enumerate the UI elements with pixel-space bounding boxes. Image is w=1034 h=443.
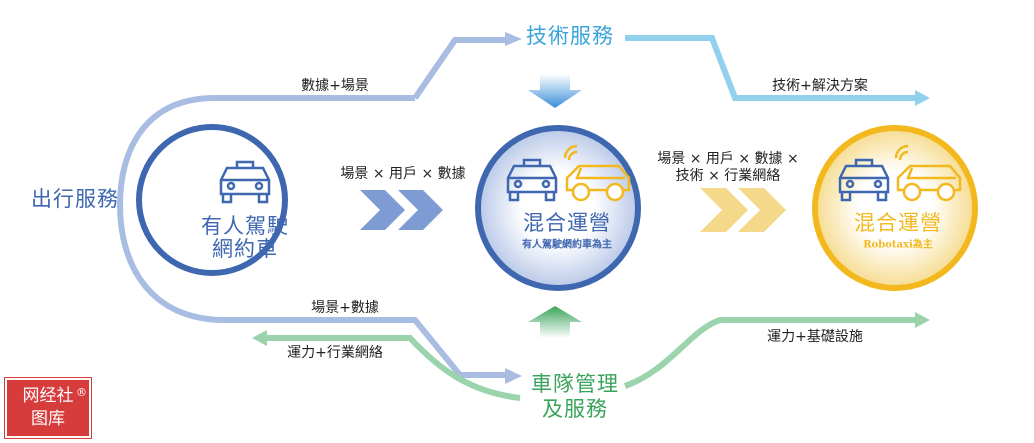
- right-circle-subtitle: Robotaxi為主: [863, 239, 933, 251]
- middle-circle-title: 混合運營: [523, 211, 611, 235]
- watermark-line1: 网经社: [22, 386, 74, 406]
- arrow-head: [915, 90, 930, 106]
- fleet-service-label-2: 及服務: [542, 397, 608, 421]
- up-arrow: [528, 306, 582, 338]
- watermark-line2: 图库: [31, 409, 65, 429]
- right-circle-title: 混合運營: [854, 211, 942, 235]
- scene-user-data-label: 場景 × 用戶 × 數據: [340, 166, 466, 182]
- arrow-head: [505, 32, 522, 46]
- capacity-infra-label: 運力+基礎設施: [767, 329, 863, 345]
- capacity-infra-flow-line: [623, 317, 915, 389]
- tech-solution-flow-line: [625, 35, 915, 101]
- registered-mark: ®: [76, 386, 87, 399]
- left-circle-line1: 有人駕駛: [201, 214, 289, 238]
- tech-solution-label: 技術+解決方案: [772, 78, 868, 94]
- arrow-head: [252, 330, 267, 346]
- middle-circle-subtitle: 有人駕駛網約車為主: [522, 239, 612, 251]
- data-scene-label: 數據+場景: [301, 78, 369, 94]
- scene-data-label: 場景+數據: [311, 300, 379, 316]
- arrow-head: [505, 368, 522, 384]
- capacity-network-label: 運力+行業網絡: [287, 345, 383, 361]
- combined-factors-label-1: 場景 × 用戶 × 數據 ×: [657, 151, 799, 167]
- fleet-service-label-1: 車隊管理: [531, 372, 619, 396]
- left-circle: [136, 124, 288, 276]
- mobility-service-label: 出行服務: [31, 187, 119, 211]
- tech-service-label: 技術服務: [526, 24, 614, 48]
- data-scene-flow-line: [116, 95, 505, 378]
- yellow-chevrons: [700, 188, 786, 232]
- blue-chevrons: [360, 190, 443, 230]
- watermark-logo: 网经社 图库 ®: [4, 377, 92, 439]
- right-circle: [812, 125, 978, 291]
- combined-factors-label-2: 技術 × 行業網絡: [675, 168, 781, 184]
- middle-circle: [475, 125, 641, 291]
- left-circle-line2: 網約車: [212, 237, 278, 261]
- arrow-head: [915, 312, 930, 328]
- capacity-network-flow-line: [265, 335, 521, 401]
- down-arrow: [528, 74, 582, 108]
